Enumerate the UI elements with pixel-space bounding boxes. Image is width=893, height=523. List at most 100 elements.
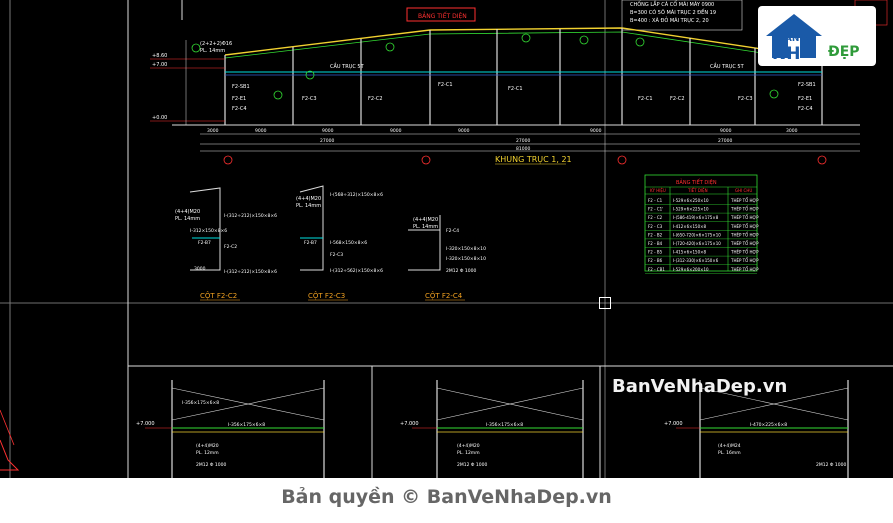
section-header-label: BẢNG TIẾT DIỆN: [418, 12, 467, 20]
table-cell: I-(312-330)×6×150×6: [673, 258, 719, 263]
bottom-frame-1[interactable]: +7.000 I-356×175×6×8 I-356×175×6×8 (4+4)…: [136, 380, 325, 478]
span-dim: 27000: [320, 138, 334, 144]
table-cell: I-412×6×150×8: [673, 224, 706, 229]
member-label: F2-C4: [798, 106, 813, 112]
table-cell: F2 - B5: [648, 250, 663, 255]
table-header: TIẾT DIỆN: [687, 187, 708, 193]
span-dim: 9000: [255, 128, 267, 134]
table-cell: I-529×6×250×10: [673, 198, 709, 203]
logo-main-text: NH: [772, 44, 801, 64]
bracing-label: (2+2+2)Φ16: [200, 41, 232, 47]
column-label: F2-C2: [224, 244, 237, 250]
table-cell: THÉP TỔ HỢP: [730, 250, 759, 255]
table-cell: F2 - C1': [648, 207, 663, 212]
table-header: GHI CHÚ: [735, 188, 752, 193]
note-3: B=400 : XÀ ĐỎ MÁI TRỤC 2, 20: [630, 16, 709, 24]
span-dim: 9000: [458, 128, 470, 134]
frame-plate: PL. 12mm: [196, 450, 219, 456]
table-cell: I-415×6×150×8: [673, 250, 706, 255]
frame-plate: PL. 12mm: [457, 450, 480, 456]
column-plate: PL. 14mm: [296, 203, 321, 209]
elevation-title: KHUNG TRỤC 1, 21: [495, 155, 572, 164]
span-dim: 9000: [720, 128, 732, 134]
frame-beam: I-356×175×6×8: [182, 400, 219, 406]
column-label: I-312×150×8×6: [190, 228, 227, 234]
member-label: F2-C1: [508, 86, 523, 92]
site-logo: BẢN VẼ NH ĐẸP: [758, 6, 876, 66]
table-cell: THÉP TỔ HỢP: [730, 207, 759, 212]
member-label: F2-C1: [638, 96, 653, 102]
house-icon: [766, 14, 822, 58]
column-detail-c2[interactable]: (4+4)M20 PL. 14mm I-(312÷212)×150×8×6 I-…: [175, 187, 277, 301]
member-label: F2-SB1: [232, 84, 250, 90]
copyright-text: Bản quyền © BanVeNhaDep.vn: [281, 486, 612, 508]
table-cell: THÉP TỔ HỢP: [730, 267, 759, 272]
column-plate: PL. 14mm: [175, 216, 200, 222]
note-1: CHỐNG LẮP CÁ CỔ MÁI MÁY 0900: [630, 0, 714, 8]
column-label: I-(312÷562)×150×8×6: [330, 268, 383, 274]
column-title: CỘT F2-C3: [308, 291, 345, 300]
table-cell: THÉP TỔ HỢP: [730, 232, 759, 237]
column-label: F2-C3: [330, 252, 343, 258]
span-dim: 27000: [516, 138, 530, 144]
frame-anchor: 2M12 Φ 1000: [816, 462, 846, 468]
column-label: I-568×150×8×6: [330, 240, 367, 246]
frame-bolts: (4+4)M20: [457, 443, 480, 449]
crane-label: CẦU TRỤC 5T: [330, 62, 365, 70]
table-cell: THÉP TỔ HỢP: [730, 198, 759, 203]
table-cell: THÉP TỔ HỢP: [730, 258, 759, 263]
column-label: F2-C4: [446, 228, 459, 234]
table-cell: F2 - C1: [648, 198, 663, 203]
member-label: F2-C2: [368, 96, 383, 102]
table-title: BẢNG TIẾT DIỆN: [676, 178, 717, 186]
member-label: F2-C3: [302, 96, 317, 102]
frame-beam: I-356×175×6×8: [486, 422, 523, 428]
frame-anchor: 2M12 Φ 1000: [196, 462, 226, 468]
span-dim: 9000: [590, 128, 602, 134]
member-label: F2-C2: [670, 96, 685, 102]
table-cell: THÉP TỔ HỢP: [730, 215, 759, 220]
bottom-frame-3[interactable]: +7.000 I-470×225×6×8 (4+4)M24 PL. 16mm 2…: [664, 380, 849, 478]
column-dim: 3000: [194, 266, 206, 272]
frame-level: +7.000: [664, 421, 683, 427]
crane-label: CẦU TRỤC 5T: [710, 62, 745, 70]
column-detail-c3[interactable]: (4+4)M20 PL. 14mm I-(568÷312)×150×8×6 I-…: [296, 185, 383, 301]
frame-plate: PL. 16mm: [718, 450, 741, 456]
column-plate: PL. 14mm: [413, 224, 438, 230]
table-cell: THÉP TỔ HỢP: [730, 224, 759, 229]
span-dim: 3000: [207, 128, 219, 134]
member-label: F2-C3: [738, 96, 753, 102]
logo-sub-text: ĐẸP: [828, 44, 860, 60]
table-cell: F2 - C2: [648, 215, 663, 220]
table-cell: F2 - B6: [648, 258, 663, 263]
table-cell: I-529×6×200×10: [673, 267, 709, 272]
table-cell: I-(720-420)×6×175×10: [673, 241, 721, 246]
level-label: +0.00: [152, 115, 167, 121]
column-label: I-(312÷212)×150×8×6: [224, 213, 277, 219]
table-cell: I-529×6×225×10: [673, 207, 709, 212]
member-label: F2-E1: [798, 96, 812, 102]
column-bolts: (4+4)M20: [175, 209, 200, 215]
section-table[interactable]: BẢNG TIẾT DIỆN KÝ HIỆU TIẾT DIỆN GHI CHÚ…: [644, 174, 759, 274]
span-dim: 27000: [718, 138, 732, 144]
frame-beam: I-356×175×6×8: [228, 422, 265, 428]
table-cell: F2 - C3: [648, 224, 663, 229]
frame-elevation[interactable]: +8.60 +7.00 +0.00 F2-SB1 F2-E1 F2-C4 F2-…: [150, 27, 860, 165]
column-detail-c4[interactable]: (4+4)M20 PL. 14mm F2-C4 I-320×150×8×10 I…: [408, 215, 486, 301]
member-label: F2-C4: [232, 106, 247, 112]
column-label: F2-B7: [198, 240, 211, 246]
bottom-frame-2[interactable]: +7.000 I-356×175×6×8 (4+4)M20 PL. 12mm 2…: [400, 380, 584, 478]
frame-bolts: (4+4)M20: [196, 443, 219, 449]
level-label: +8.60: [152, 53, 167, 59]
footer-bar: [0, 478, 893, 523]
column-label: F2-B7: [304, 240, 317, 246]
frame-bolts: (4+4)M24: [718, 443, 741, 449]
frame-level: +7.000: [136, 421, 155, 427]
cursor-crosshair-icon: [599, 297, 611, 309]
column-label: I-320×150×8×10: [446, 246, 486, 252]
span-dim: 3000: [786, 128, 798, 134]
span-dim: 9000: [390, 128, 402, 134]
watermark-text: BanVeNhaDep.vn: [612, 376, 788, 397]
